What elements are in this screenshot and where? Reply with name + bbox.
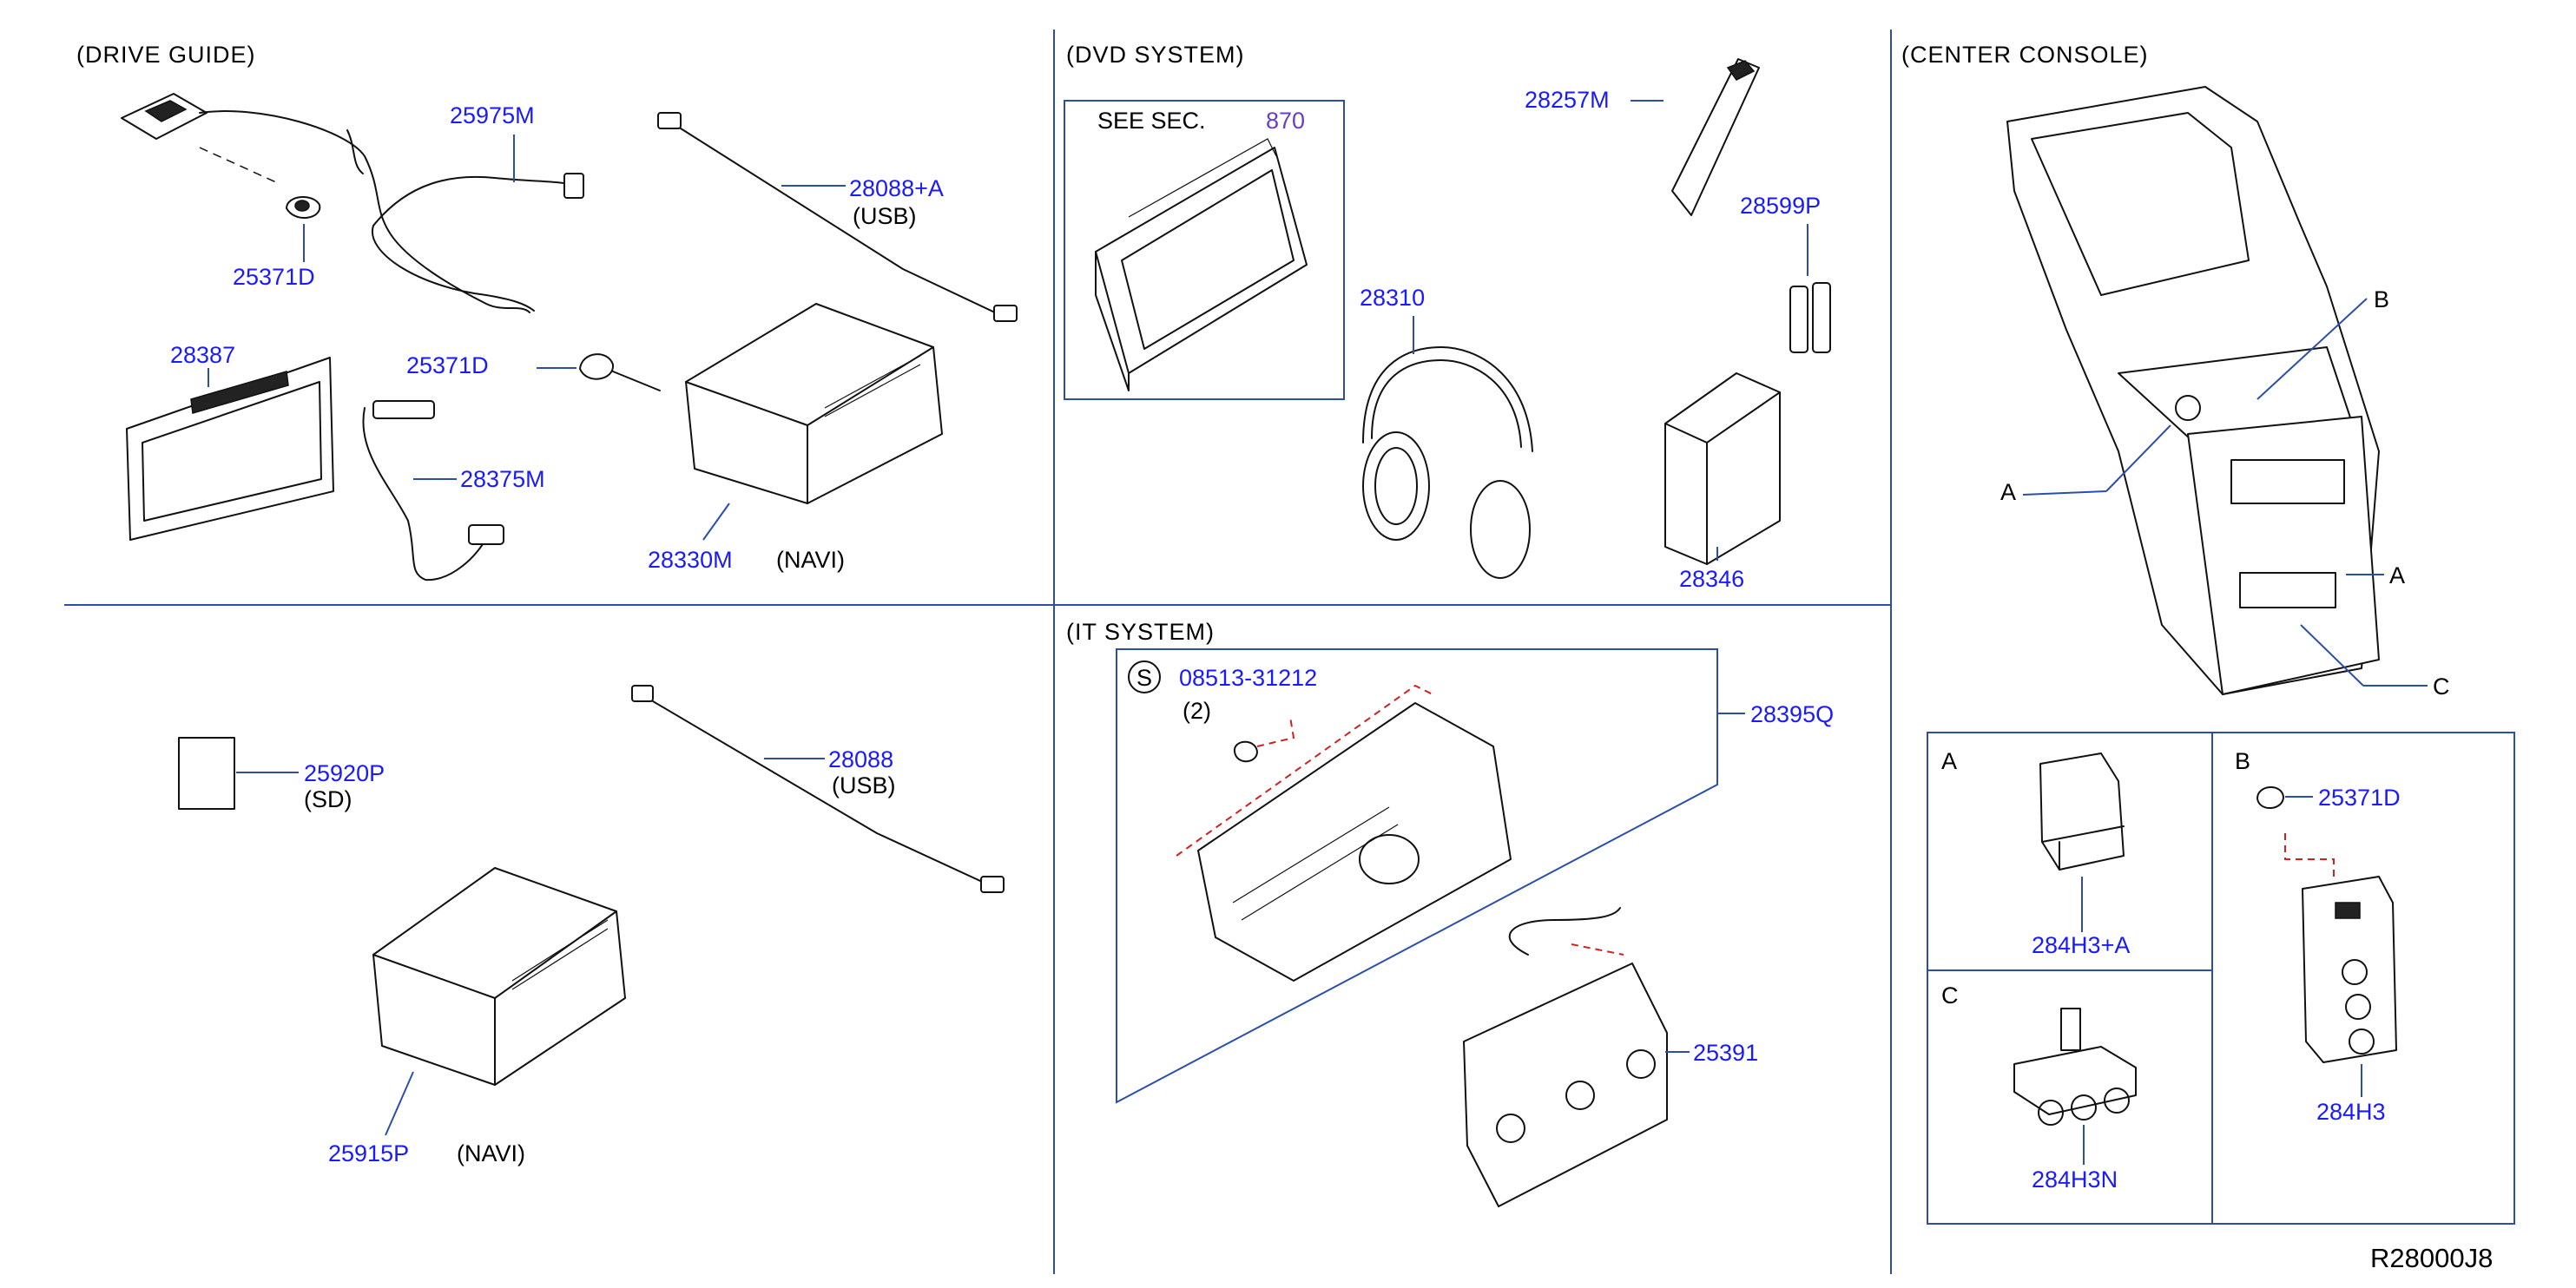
callout-a2-label: A	[2389, 562, 2405, 588]
grommet-25371d-c-drawing	[2256, 786, 2335, 877]
detail-box-c-title: C	[1941, 982, 1959, 1009]
control-panel-28395q-drawing	[1176, 684, 1512, 982]
batteries-28599p-drawing	[1789, 282, 1831, 353]
headphones-28310-drawing	[1362, 346, 1533, 579]
usb-cable-28088-drawing	[631, 685, 1005, 893]
part-25915p-label: 25915P	[328, 1140, 409, 1166]
climate-panel-25391-drawing	[1463, 907, 1668, 1207]
usb-port-284h3a-drawing	[2039, 752, 2125, 871]
qty-note: (2)	[1183, 698, 1211, 724]
grommet-25371d-drawing	[286, 196, 321, 220]
usb-note-a: (USB)	[853, 203, 917, 229]
part-28346-label: 28346	[1679, 566, 1744, 592]
gps-antenna-drawing	[121, 93, 530, 313]
callout-a1-label: A	[2000, 479, 2016, 505]
dvd-display-drawing	[1095, 138, 1308, 391]
part-25371d-c-label: 25371D	[2318, 785, 2401, 811]
grommet-25371d-b-drawing	[579, 353, 661, 391]
section-dividers	[64, 30, 1892, 1274]
part-28599p-label: 28599P	[1740, 193, 1821, 219]
part-28375m-label: 28375M	[460, 466, 545, 492]
part-284h3a-label: 284H3+A	[2032, 932, 2130, 958]
screw-08513-drawing	[1233, 716, 1295, 763]
sd-note: (SD)	[304, 786, 352, 812]
part-28257m-label: 28257M	[1525, 87, 1610, 113]
navi-unit-28330m-drawing	[685, 303, 943, 504]
callout-b-label: B	[2374, 286, 2389, 312]
part-25371d-b-label: 25371D	[406, 352, 489, 378]
navi-unit-25915p-drawing	[372, 867, 626, 1086]
usb-note-b: (USB)	[832, 772, 896, 798]
section-title-it-system: (IT SYSTEM)	[1066, 619, 1215, 645]
detail-grid	[1927, 732, 2515, 1225]
navi-note-b: (NAVI)	[457, 1140, 525, 1166]
part-25391-label: 25391	[1693, 1040, 1758, 1066]
switch-284h3n-drawing	[2013, 1008, 2137, 1126]
detail-box-b-title: B	[2235, 748, 2250, 774]
harness-28375m-drawing	[362, 400, 504, 582]
part-28310-label: 28310	[1360, 285, 1425, 311]
part-28395q-label: 28395Q	[1750, 701, 1834, 727]
sd-card-25920p-drawing	[178, 737, 235, 810]
section-title-drive-guide: (DRIVE GUIDE)	[76, 42, 256, 68]
part-28387-label: 28387	[170, 342, 235, 368]
cable-25975m-drawing	[371, 173, 584, 312]
part-28088-label: 28088	[828, 746, 893, 772]
part-08513-label: 08513-31212	[1179, 665, 1317, 691]
part-28330m-label: 28330M	[648, 547, 733, 573]
section-ref-870[interactable]: 870	[1266, 108, 1305, 134]
it-system-group-box	[1116, 648, 1718, 1104]
standard-part-symbol-letter: S	[1136, 665, 1152, 691]
standard-part-symbol	[1128, 660, 1161, 693]
remote-28257m-drawing	[1671, 58, 1760, 216]
section-title-center-console: (CENTER CONSOLE)	[1901, 42, 2149, 68]
part-25975m-label: 25975M	[450, 102, 535, 128]
see-sec-box	[1064, 100, 1345, 400]
outlet-panel-284h3-drawing	[2302, 876, 2397, 1063]
part-25371d-label: 25371D	[233, 264, 315, 290]
part-25920p-label: 25920P	[304, 760, 385, 786]
see-sec-text: SEE SEC.	[1097, 108, 1206, 134]
part-284h3n-label: 284H3N	[2032, 1166, 2118, 1193]
center-console-drawing	[2006, 86, 2380, 695]
detail-box-a-title: A	[1941, 748, 1957, 774]
part-28088a-label: 28088+A	[849, 175, 944, 201]
receiver-28346-drawing	[1664, 372, 1781, 565]
section-title-dvd-system: (DVD SYSTEM)	[1066, 42, 1245, 68]
callout-c-label: C	[2433, 674, 2450, 700]
part-284h3-label: 284H3	[2316, 1099, 2386, 1125]
display-28387-drawing	[126, 357, 334, 541]
diagram-code: R28000J8	[2370, 1243, 2493, 1273]
usb-cable-28088a-drawing	[657, 112, 1018, 322]
navi-note-a: (NAVI)	[776, 547, 845, 573]
